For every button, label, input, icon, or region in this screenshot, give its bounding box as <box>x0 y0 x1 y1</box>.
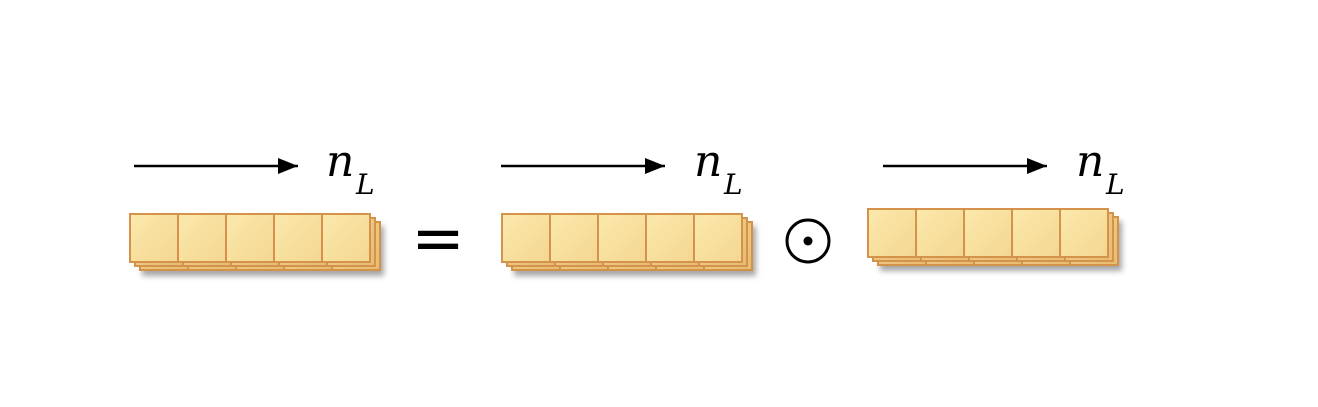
length-label-main: n <box>1076 136 1104 187</box>
tensor-cell <box>693 213 743 263</box>
tensor-cell <box>501 213 551 263</box>
tensor-cell <box>129 213 179 263</box>
right-operand-length-label: n L <box>1076 136 1125 201</box>
hadamard-dot-icon <box>803 236 813 246</box>
result-length-label: n L <box>326 136 375 201</box>
tensor-cell <box>225 213 275 263</box>
result-tensor-group: n L <box>129 136 381 271</box>
tensor-cell <box>177 213 227 263</box>
tensor-cell <box>549 213 599 263</box>
hadamard-product-operator <box>785 218 831 264</box>
equals-operator: = <box>411 202 465 276</box>
tensor-cell <box>1011 208 1061 258</box>
tensor-cell <box>963 208 1013 258</box>
length-label-subscript: L <box>355 168 375 201</box>
tensor-cell <box>867 208 917 258</box>
tensor-cell <box>321 213 371 263</box>
tensor-front-layer <box>129 213 371 263</box>
length-label-main: n <box>326 136 354 187</box>
tensor-front-layer <box>867 208 1109 258</box>
length-label-subscript: L <box>1105 168 1125 201</box>
tensor-cell <box>597 213 647 263</box>
tensor-cell <box>273 213 323 263</box>
tensor-cell <box>645 213 695 263</box>
right-operand-tensor-stack <box>867 208 1119 266</box>
length-label-main: n <box>694 136 722 187</box>
right-operand-group: n L <box>867 136 1125 266</box>
tensor-cell <box>1059 208 1109 258</box>
left-operand-length-label: n L <box>694 136 743 201</box>
left-operand-group: n L <box>501 136 753 271</box>
tensor-cell <box>915 208 965 258</box>
result-tensor-stack <box>129 213 381 271</box>
tensor-front-layer <box>501 213 743 263</box>
hadamard-circle-icon <box>785 218 831 264</box>
left-operand-tensor-stack <box>501 213 753 271</box>
length-label-subscript: L <box>723 168 743 201</box>
